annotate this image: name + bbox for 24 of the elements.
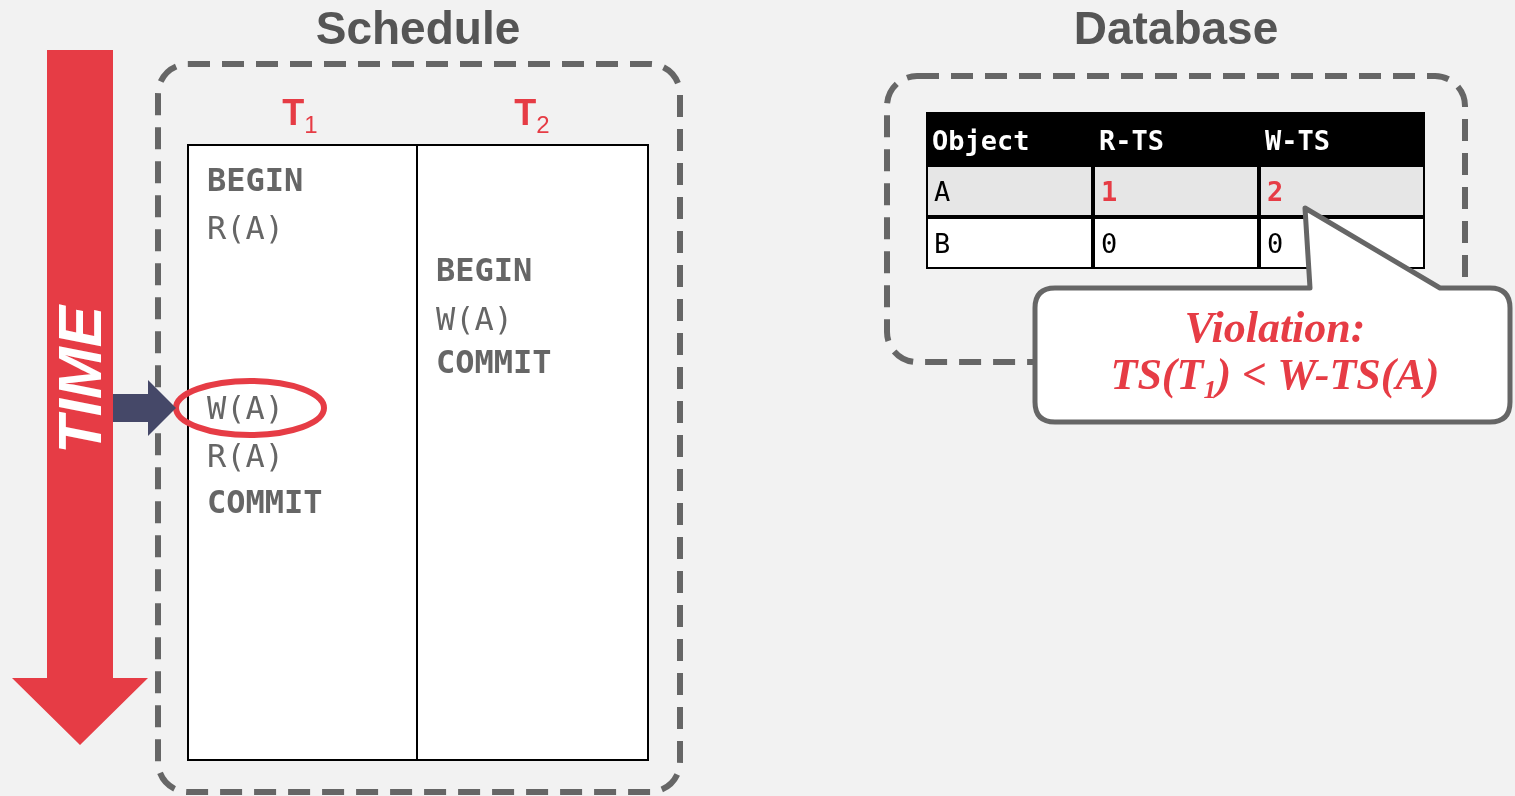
operation-text: W(A) bbox=[436, 303, 514, 335]
transaction-label: T$_{2}$ bbox=[514, 94, 550, 138]
operation-text: COMMIT bbox=[207, 486, 323, 518]
table-cell: 0 bbox=[1093, 217, 1259, 269]
section-title: Schedule bbox=[315, 5, 521, 51]
table-cell: 2 bbox=[1259, 165, 1425, 217]
axis-label: TIME bbox=[49, 305, 111, 455]
table-header-cell: Object bbox=[926, 112, 1093, 165]
section-title: Database bbox=[1073, 5, 1279, 51]
operation-text: BEGIN bbox=[207, 164, 304, 196]
operation-text: R(A) bbox=[207, 440, 285, 472]
operation-text: BEGIN bbox=[436, 254, 533, 286]
callout-text: Violation: bbox=[1184, 306, 1366, 350]
table-cell: 1 bbox=[1093, 165, 1259, 217]
arrow bbox=[113, 380, 176, 436]
operation-text: COMMIT bbox=[436, 346, 552, 378]
transaction-label: T$_{1}$ bbox=[282, 94, 318, 138]
table-cell: B bbox=[926, 217, 1093, 269]
operation-text: W(A) bbox=[207, 392, 285, 424]
table-cell: A bbox=[926, 165, 1093, 217]
callout-text: TS(T$_{1}$) < W-TS(A) bbox=[1110, 352, 1440, 404]
operation-text: R(A) bbox=[207, 212, 285, 244]
table-header-cell: R-TS bbox=[1093, 112, 1259, 165]
table-header-cell: W-TS bbox=[1259, 112, 1425, 165]
